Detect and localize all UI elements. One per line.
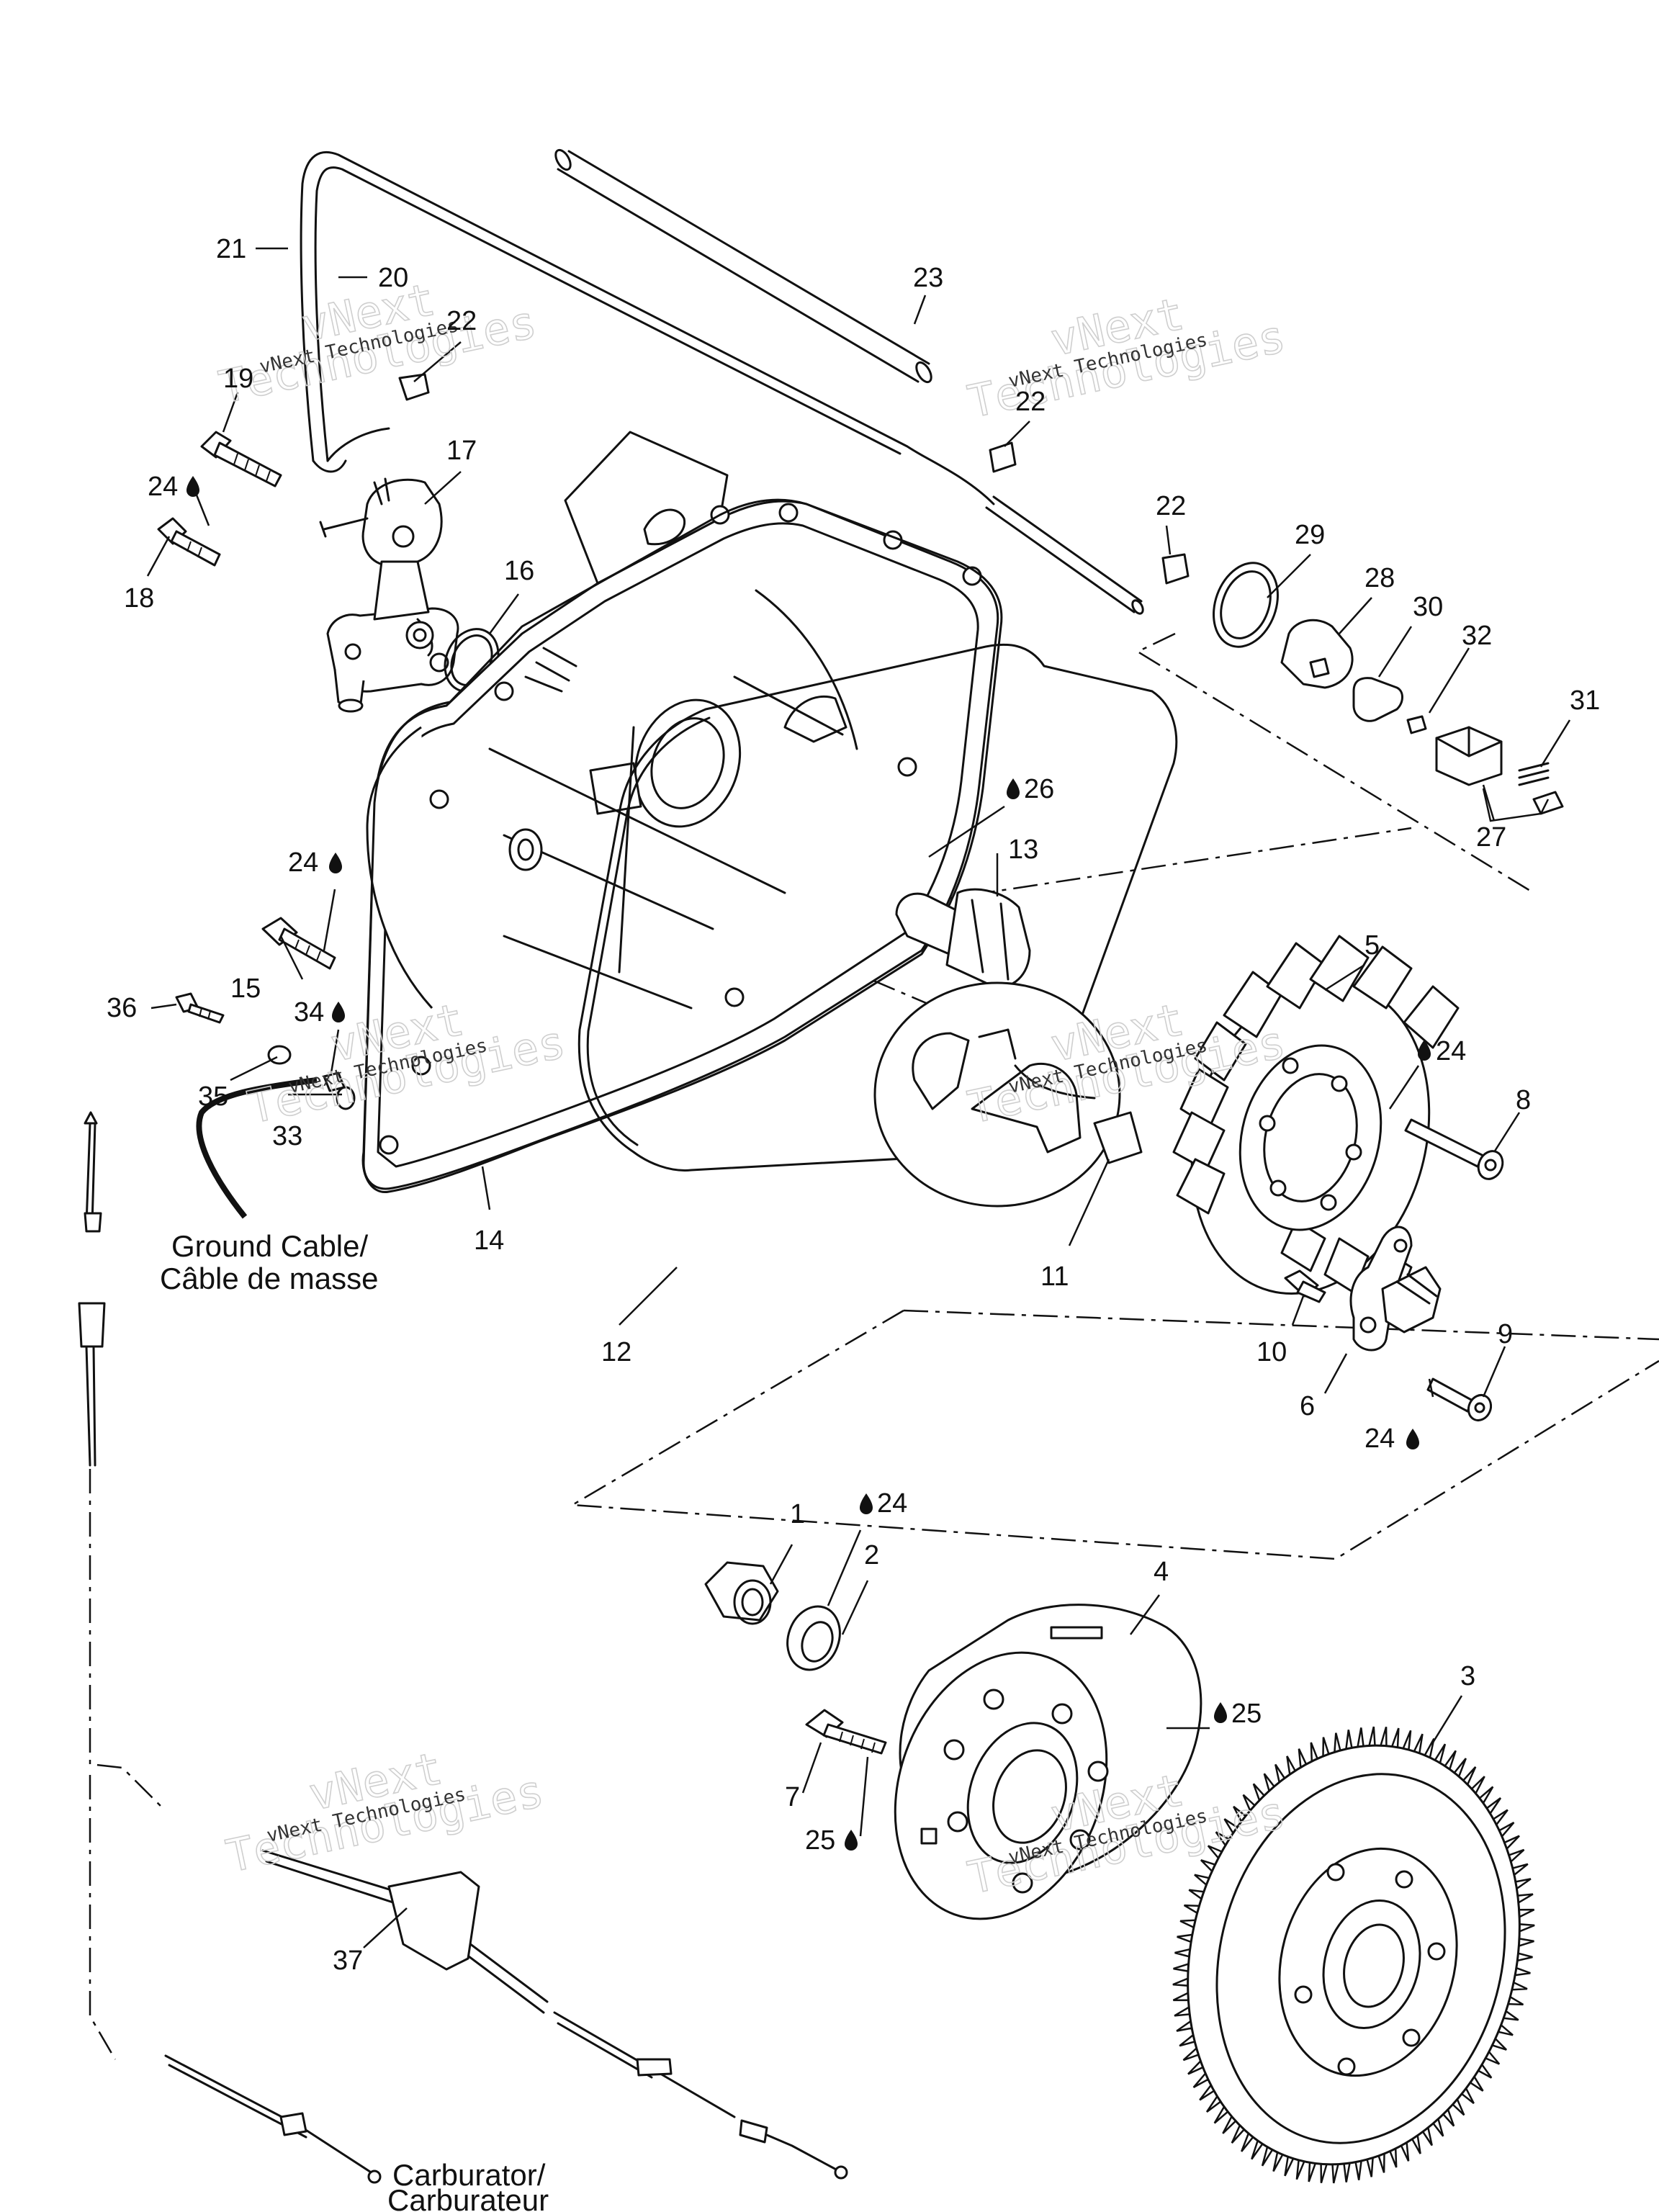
terminal-32	[1406, 715, 1427, 734]
label-34: 34	[294, 997, 324, 1028]
label-24: 24	[1436, 1036, 1466, 1066]
label-19: 19	[223, 364, 253, 394]
ground-cable-caption-fr: Câble de masse	[160, 1262, 379, 1295]
label-5: 5	[1364, 930, 1380, 961]
label-33: 33	[272, 1121, 302, 1151]
label-16: 16	[504, 556, 534, 586]
bolt-18	[157, 517, 221, 567]
carburator-caption-en: Carburator/	[392, 2158, 546, 2192]
label-26: 26	[1024, 774, 1054, 804]
ring-gear-3	[1172, 1726, 1535, 2184]
rotor-part-13	[895, 888, 1031, 989]
label-27: 27	[1476, 822, 1506, 853]
bolt-8	[1404, 1118, 1504, 1180]
label-30: 30	[1413, 592, 1443, 622]
label-20: 20	[378, 263, 408, 293]
label-8: 8	[1516, 1085, 1531, 1115]
washer-2	[786, 1605, 841, 1671]
ground-cable-caption-en: Ground Cable/	[171, 1229, 368, 1263]
label-22: 22	[1015, 387, 1046, 417]
label-17: 17	[446, 436, 477, 466]
captions: Ground Cable/ Câble de masse Carburator/…	[160, 1229, 549, 2212]
bolt-15	[261, 917, 336, 970]
label-31: 31	[1570, 685, 1600, 716]
label-24: 24	[148, 472, 178, 502]
label-24: 24	[288, 848, 318, 878]
label-24: 24	[877, 1488, 907, 1519]
label-18: 18	[124, 583, 154, 613]
hose-clamps-22	[398, 373, 1190, 585]
bolt-19	[200, 431, 282, 487]
trigger-coil-6	[1349, 1226, 1442, 1352]
label-21: 21	[216, 234, 246, 264]
hose-23	[554, 148, 1144, 615]
nut-1	[704, 1561, 779, 1625]
label-6: 6	[1300, 1391, 1315, 1421]
gasket-14	[361, 498, 1003, 1193]
throttle-cable-37	[78, 1111, 848, 2184]
label-22: 22	[1156, 491, 1186, 521]
label-10: 10	[1256, 1337, 1287, 1367]
label-28: 28	[1364, 563, 1395, 593]
label-11: 11	[1040, 1262, 1069, 1292]
label-25: 25	[805, 1825, 835, 1856]
flywheel-4	[894, 1604, 1202, 1920]
stator-plate-11	[873, 981, 1143, 1208]
label-23: 23	[913, 263, 943, 293]
label-32: 32	[1462, 621, 1492, 651]
stator-5	[1172, 935, 1460, 1305]
label-9: 9	[1498, 1319, 1513, 1349]
label-37: 37	[333, 1946, 363, 1976]
carburator-caption-fr: Carburateur	[387, 2183, 549, 2212]
label-12: 12	[601, 1337, 631, 1367]
plug-27	[1435, 726, 1503, 786]
label-7: 7	[785, 1782, 800, 1812]
oil-pump-17	[319, 477, 459, 713]
label-36: 36	[107, 993, 137, 1023]
pins-31	[1518, 762, 1564, 815]
bolt-9	[1426, 1377, 1493, 1422]
label-24: 24	[1364, 1424, 1395, 1454]
label-1: 1	[790, 1499, 805, 1529]
label-14: 14	[474, 1226, 504, 1256]
bolt-7	[805, 1709, 887, 1755]
leader-lines	[146, 247, 1571, 1948]
label-13: 13	[1008, 835, 1038, 865]
grommet-28	[1280, 619, 1354, 689]
label-29: 29	[1295, 520, 1325, 550]
hose-loop-20-21	[300, 150, 995, 505]
label-4: 4	[1154, 1557, 1169, 1587]
part-number-labels: 21 20 22 19 24 18 17 16 23 22 22 29 28 3…	[107, 234, 1600, 1976]
cover-bolt-holes	[379, 503, 982, 1155]
label-22: 22	[446, 306, 477, 336]
connector-housing-30	[1352, 677, 1403, 722]
label-2: 2	[864, 1540, 879, 1570]
ground-cable-33-35-36	[175, 992, 356, 1219]
crankcase-cover	[362, 431, 999, 1190]
label-35: 35	[198, 1082, 228, 1112]
screw-10	[1284, 1269, 1326, 1303]
label-25: 25	[1231, 1699, 1262, 1729]
label-3: 3	[1460, 1661, 1475, 1691]
label-15: 15	[230, 974, 261, 1004]
connector-seal-29	[1213, 562, 1279, 648]
